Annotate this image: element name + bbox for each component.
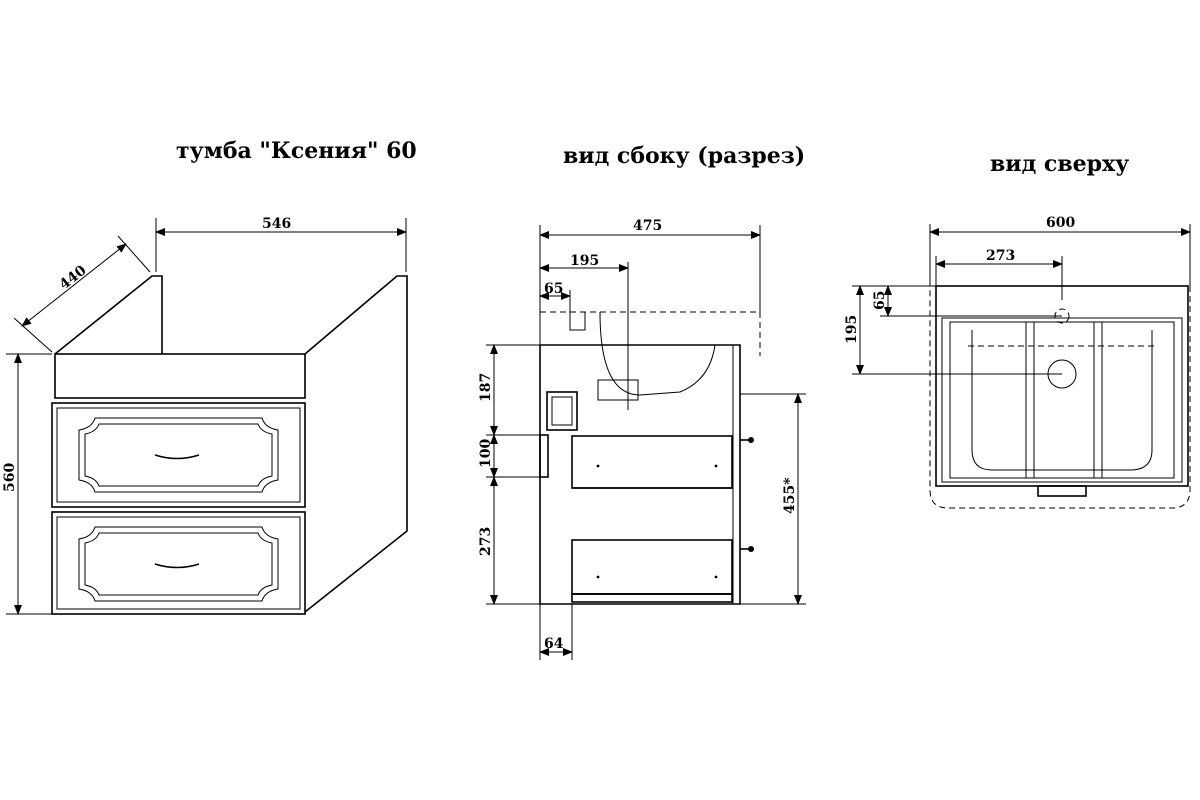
top-view-handle [1037, 485, 1087, 497]
svg-text:560: 560 [2, 463, 18, 492]
dimension-sink-offset-side: 195 [539, 253, 629, 272]
svg-text:475: 475 [633, 218, 662, 234]
svg-text:440: 440 [57, 262, 90, 293]
dimension-bottom-offset-side: 64 [539, 604, 573, 660]
title-side-view: вид сбоку (разрез) [563, 143, 805, 169]
svg-text:273: 273 [478, 527, 494, 556]
svg-text:455*: 455* [782, 477, 798, 514]
svg-text:195: 195 [570, 253, 599, 269]
svg-text:195: 195 [844, 315, 860, 344]
svg-text:64: 64 [544, 636, 564, 652]
dimension-height-front: 560 [2, 353, 52, 615]
front-view-cabinet [51, 275, 408, 615]
dimension-drawer-height-side: 455* [740, 393, 806, 605]
svg-text:100: 100 [478, 439, 494, 468]
dimension-pipe-offset-side: 65 [539, 281, 571, 312]
dimension-vertical-side: 187 100 273 [478, 344, 540, 605]
svg-text:65: 65 [544, 281, 563, 297]
svg-text:600: 600 [1046, 215, 1075, 231]
svg-text:273: 273 [986, 248, 1015, 264]
dimension-width-top: 600 [929, 215, 1191, 286]
dimension-width-front: 546 [155, 216, 407, 272]
side-view-section [539, 262, 761, 605]
drawer-handle-1 [154, 454, 200, 460]
drawer-handle-2 [154, 563, 200, 569]
dimension-vertical-top: 65 195 [844, 285, 1062, 375]
svg-text:187: 187 [478, 373, 494, 402]
title-front-view: тумба "Ксения" 60 [176, 138, 417, 164]
dimension-drain-x-top: 273 [935, 248, 1063, 300]
top-view-plan [929, 285, 1191, 509]
svg-text:546: 546 [262, 216, 291, 232]
title-top-view: вид сверху [990, 151, 1129, 177]
svg-text:65: 65 [872, 291, 888, 310]
